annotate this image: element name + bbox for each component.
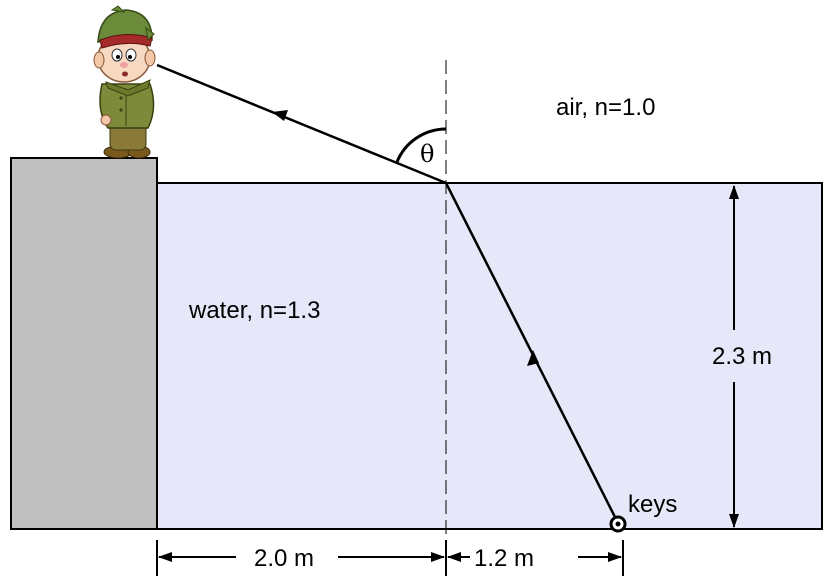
angle-arc — [395, 127, 447, 163]
wall-block — [10, 157, 158, 530]
dist-wall-label: 2.0 m — [254, 545, 314, 572]
ray-air-arrow — [272, 110, 288, 121]
dist-keys-label: 1.2 m — [474, 545, 534, 572]
ray-water-arrow — [527, 350, 539, 366]
observer-character — [93, 5, 156, 159]
ray-in-air — [156, 63, 447, 185]
water-region — [156, 182, 823, 530]
depth-label: 2.3 m — [712, 343, 772, 370]
keys-marker-center — [615, 521, 621, 527]
angle-label: θ — [420, 140, 434, 168]
keys-label: keys — [628, 491, 677, 518]
water-label: water, n=1.3 — [188, 297, 320, 324]
air-label: air, n=1.0 — [556, 94, 655, 121]
